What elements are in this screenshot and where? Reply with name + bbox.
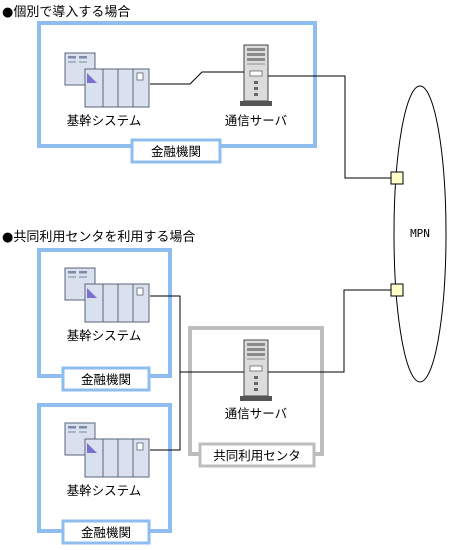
financial-institution-tag-a [61, 366, 151, 392]
comm-server-icon [239, 44, 273, 107]
core-system-icon-b [64, 422, 150, 478]
mpn-network [393, 85, 447, 383]
core-system-label-b: 基幹システム [67, 483, 142, 498]
link-core-to-server [150, 71, 244, 85]
mpn-label: MPN [410, 227, 430, 240]
comm-server-icon-shared [239, 339, 273, 402]
link-server-to-mpn-1 [268, 75, 392, 179]
link-core-a-to-server [150, 295, 244, 373]
financial-institution-tag-b [61, 519, 151, 545]
financial-institution-label: 金融機関 [151, 144, 201, 159]
core-system-icon-a [64, 267, 150, 323]
section-individual-heading: ●個別で導入する場合 [2, 5, 130, 20]
core-system-icon [64, 52, 150, 108]
comm-server-label: 通信サーバ [225, 113, 287, 128]
financial-institution-label-a: 金融機関 [81, 372, 131, 387]
comm-server-label-shared: 通信サーバ [225, 406, 287, 421]
mpn-connector-2 [390, 283, 404, 297]
core-system-label: 基幹システム [67, 113, 142, 128]
financial-institution-label-b: 金融機関 [81, 525, 131, 540]
core-system-label-a: 基幹システム [67, 328, 142, 343]
shared-center-label: 共同利用センタ [213, 448, 301, 463]
shared-center-tag [198, 442, 316, 468]
mpn-connector-1 [390, 171, 404, 185]
section-shared-heading: ●共同利用センタを利用する場合 [2, 230, 195, 245]
financial-institution-tag [130, 138, 222, 164]
link-server-to-mpn-2 [268, 289, 392, 373]
link-core-b-to-server [150, 372, 181, 451]
